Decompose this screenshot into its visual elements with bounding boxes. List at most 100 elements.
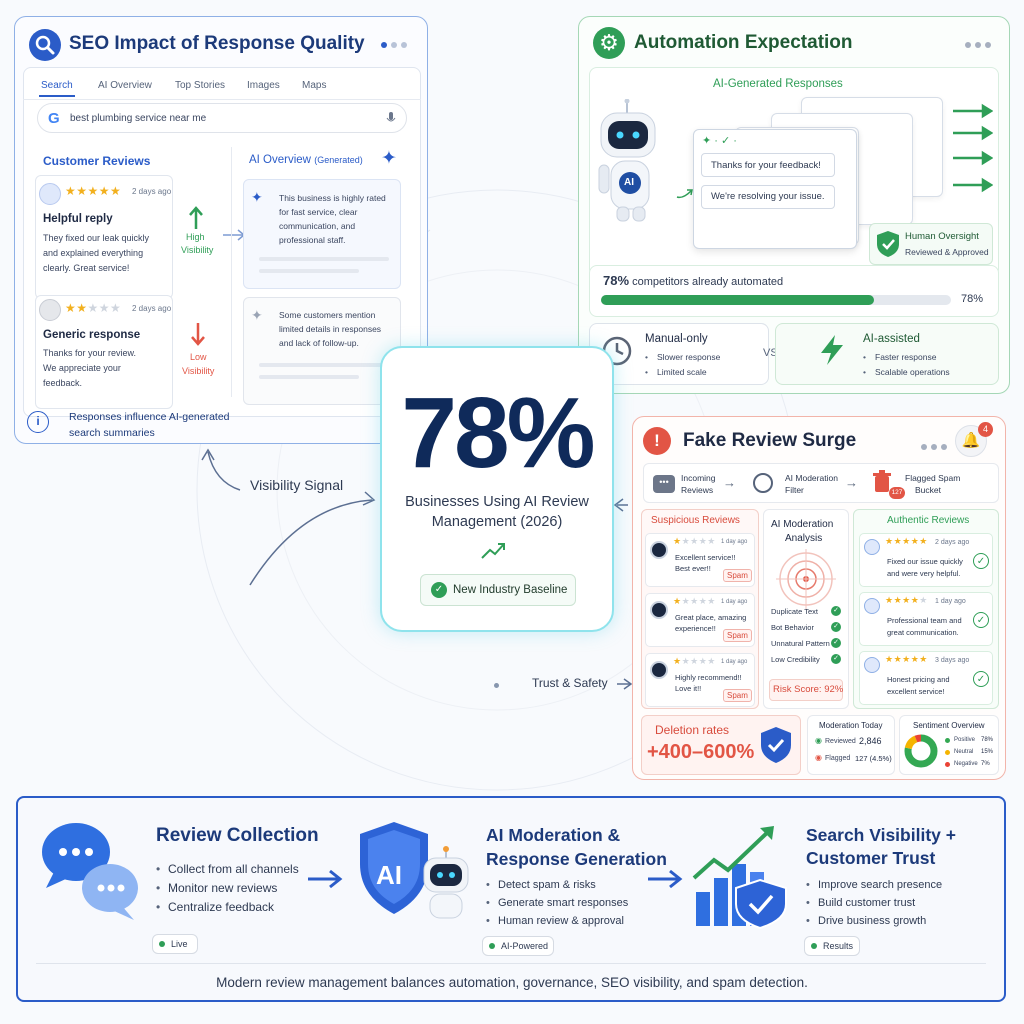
rating-stars: ★★★★★ xyxy=(885,654,928,664)
high-visibility-label: High xyxy=(186,232,205,242)
ai-shield-label: AI xyxy=(376,860,402,890)
review-text: Great place, amazing xyxy=(675,613,747,622)
review-text: Highly recommend!! xyxy=(675,673,742,682)
status-dot xyxy=(489,943,495,949)
manual-title: Manual-only xyxy=(645,333,708,345)
microphone-icon[interactable] xyxy=(386,112,396,126)
review-text: great communication. xyxy=(887,628,959,637)
badge-text: New Industry Baseline xyxy=(453,584,568,596)
progress-label: 78% competitors already automated xyxy=(603,273,784,288)
more-menu[interactable] xyxy=(917,437,947,455)
overview-card-negative xyxy=(243,297,401,405)
risk-score-box xyxy=(769,679,843,701)
bot-avatar xyxy=(650,661,668,679)
check-circle-icon: ◉ xyxy=(815,736,822,745)
step1-list: Collect from all channelsMonitor new rev… xyxy=(156,860,299,917)
ai-shield-icon xyxy=(360,822,428,914)
legend-value: 7% xyxy=(981,761,990,767)
vs-label: VS xyxy=(763,347,778,359)
legend-label: Positive xyxy=(954,737,976,743)
output-arrows xyxy=(953,103,993,193)
check-circle-icon: ✓ xyxy=(973,553,989,569)
footnote-line: Responses influence AI-generated xyxy=(69,411,230,423)
suspicious-heading: Suspicious Reviews xyxy=(651,515,740,526)
review-body-line: We appreciate your xyxy=(43,363,121,373)
radar-target-icon xyxy=(776,549,836,609)
results-badge: Results xyxy=(804,936,860,956)
review-text: and were very helpful. xyxy=(887,569,961,578)
analysis-check-label: Bot Behavior xyxy=(771,623,814,632)
search-input[interactable]: best plumbing service near me xyxy=(70,113,207,124)
review-text: Professional team and xyxy=(887,616,962,625)
check-icon: ✓ xyxy=(831,622,841,632)
overview-line: limited details in responses xyxy=(279,324,382,334)
notification-badge: 4 xyxy=(978,422,993,437)
review-text: Best ever!! xyxy=(675,564,711,573)
step2-title: Response Generation xyxy=(486,849,667,869)
curved-arrow-icon xyxy=(676,189,693,199)
flow-label: Flagged Spam xyxy=(905,473,961,483)
growth-chart-icon xyxy=(692,826,787,930)
robot-icon xyxy=(423,846,469,919)
analysis-title: AI Moderation xyxy=(771,519,834,530)
legend-label: Negative xyxy=(954,761,978,767)
review-body-line: clearly. Great service! xyxy=(43,263,130,273)
spam-tag: Spam xyxy=(723,689,752,702)
shield-check-icon xyxy=(877,231,899,257)
step3-title: Customer Trust xyxy=(806,848,936,868)
check-icon: ✓ xyxy=(831,606,841,616)
analysis-check-label: Low Credibility xyxy=(771,655,820,664)
legend-dot xyxy=(945,762,950,767)
review-time: 2 days ago xyxy=(935,539,970,546)
authentic-review-card xyxy=(859,651,993,705)
authentic-heading: Authentic Reviews xyxy=(887,515,970,526)
bell-icon[interactable]: 🔔 xyxy=(955,425,987,457)
tab-search[interactable]: Search xyxy=(41,80,73,91)
reviews-heading: Customer Reviews xyxy=(43,154,151,168)
bot-avatar xyxy=(650,601,668,619)
tab-images[interactable]: Images xyxy=(247,80,280,91)
rating-stars: ★★★★★ xyxy=(673,596,716,606)
donut-slice-negative xyxy=(904,734,938,768)
review-time: 1 day ago xyxy=(721,539,748,545)
more-menu[interactable] xyxy=(377,35,407,53)
arrow-right-icon xyxy=(648,869,683,889)
review-text: Excellent service!! xyxy=(675,553,736,562)
deletion-label: Deletion rates xyxy=(655,723,730,737)
flow-bar xyxy=(643,463,999,503)
tab-ai-overview[interactable]: AI Overview xyxy=(98,80,152,91)
progress-track xyxy=(601,295,951,305)
check-circle-icon: ✓ xyxy=(973,612,989,628)
tab-top-stories[interactable]: Top Stories xyxy=(175,80,226,91)
trash-icon xyxy=(873,470,891,492)
center-stat-card: 78% Businesses Using AI Review Managemen… xyxy=(380,346,614,632)
flow-label: AI Moderation xyxy=(785,473,838,483)
legend-value: 78% xyxy=(981,737,994,743)
legend-label: Neutral xyxy=(954,749,974,755)
analysis-title: Analysis xyxy=(785,533,823,544)
moderation-title: Moderation Today xyxy=(819,721,883,730)
step2-title: AI Moderation & xyxy=(486,825,621,845)
review-text: Honest pricing and xyxy=(887,675,950,684)
search-bar[interactable]: G best plumbing service near me xyxy=(37,103,407,133)
review-body-line: They fixed our leak quickly xyxy=(43,233,150,243)
flow-label: Bucket xyxy=(915,485,941,495)
rating-stars: ★★★★★ xyxy=(673,656,716,666)
spam-tag: Spam xyxy=(723,569,752,582)
seo-title: SEO Impact of Response Quality xyxy=(69,33,365,54)
review-body-line: Thanks for your review. xyxy=(43,348,137,358)
rating-stars: ★★★★★ xyxy=(885,536,928,546)
spam-tag: Spam xyxy=(723,629,752,642)
more-menu[interactable] xyxy=(961,35,991,53)
fake-review-panel: ! Fake Review Surge 🔔 4 ••• Incoming Rev… xyxy=(632,416,1006,780)
review-body-line: and explained everything xyxy=(43,248,144,258)
review-time: 3 days ago xyxy=(935,657,970,664)
progress-card xyxy=(589,265,999,317)
ai-responses-label: AI-Generated Responses xyxy=(713,78,843,90)
chat-icon: ••• xyxy=(653,475,675,493)
automation-title: Automation Expectation xyxy=(634,32,853,53)
review-text: Love it!! xyxy=(675,684,702,693)
arrow-right-icon: → xyxy=(723,475,736,490)
tab-maps[interactable]: Maps xyxy=(302,80,327,91)
review-title: Helpful reply xyxy=(43,213,113,225)
